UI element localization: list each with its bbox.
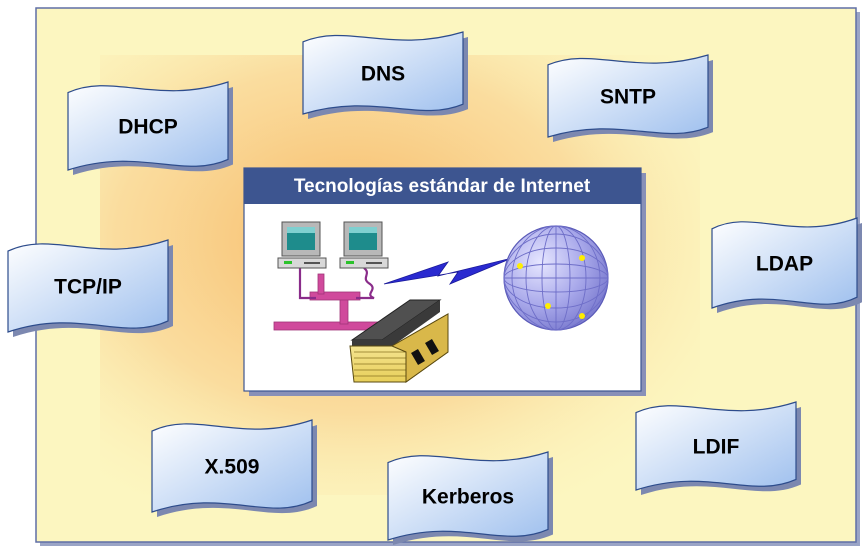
flag-body	[67, 81, 229, 171]
computer-icon	[277, 221, 327, 269]
computer-icon	[339, 221, 389, 269]
flag-label-tcpip: TCP/IP	[54, 276, 122, 299]
flag-sntp: SNTP	[547, 54, 713, 142]
book-icon	[349, 299, 449, 383]
flag-body	[387, 451, 549, 541]
flag-label-ldif: LDIF	[693, 436, 740, 459]
computer-cable-right	[356, 267, 375, 300]
flag-body	[547, 54, 709, 138]
flag-label-dhcp: DHCP	[118, 116, 178, 139]
flag-tcpip: TCP/IP	[7, 239, 173, 337]
flag-label-dns: DNS	[361, 63, 405, 86]
center-panel-title: Tecnologías estándar de Internet	[294, 176, 591, 197]
flag-label-sntp: SNTP	[600, 86, 656, 109]
flag-label-ldap: LDAP	[756, 253, 813, 276]
flag-ldif: LDIF	[635, 401, 801, 495]
globe-icon	[503, 225, 609, 331]
flag-label-x509: X.509	[205, 456, 260, 479]
flag-dns: DNS	[302, 31, 468, 119]
center-panel-title-bar	[244, 168, 641, 204]
flag-kerberos: Kerberos	[387, 451, 553, 545]
flag-body	[711, 217, 858, 309]
flag-ldap: LDAP	[711, 217, 862, 313]
flag-body	[635, 401, 797, 491]
flag-body	[151, 419, 313, 513]
computer-cable-left	[298, 268, 316, 300]
center-panel: Tecnologías estándar de Internet	[243, 167, 646, 396]
flag-x509: X.509	[151, 419, 317, 517]
flag-dhcp: DHCP	[67, 81, 233, 175]
flag-body	[7, 239, 169, 333]
flag-label-kerberos: Kerberos	[422, 486, 514, 509]
flag-body	[302, 31, 464, 115]
